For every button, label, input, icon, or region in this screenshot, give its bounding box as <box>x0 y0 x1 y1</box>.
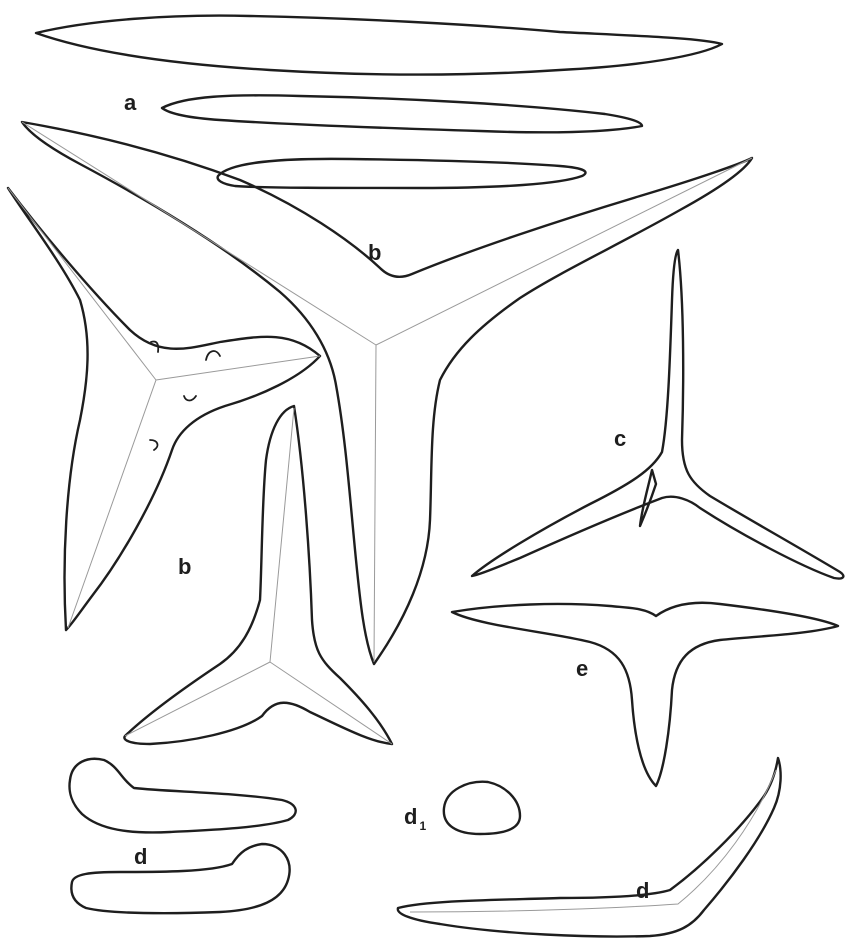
spicule-c <box>472 250 843 579</box>
spicule-a-top <box>36 16 722 75</box>
label-d-bottom-right: d <box>636 878 649 903</box>
spicule-a-bottom <box>218 159 586 188</box>
spicule-d-bottom-right <box>398 758 781 937</box>
label-d1-main: d <box>404 804 417 829</box>
spicule-d-upper-left <box>70 759 296 833</box>
spicule-b-large-ridges <box>22 122 752 662</box>
spicule-e <box>452 603 838 786</box>
spicule-b-small-ridges <box>125 408 392 744</box>
marking-4 <box>150 440 157 450</box>
spicule-b-left <box>8 188 320 630</box>
spicule-d1 <box>444 782 520 834</box>
spicule-c-process <box>640 470 656 526</box>
label-d1-subscript: 1 <box>419 819 426 833</box>
marking-2 <box>206 351 220 360</box>
label-d-bottom-left: d <box>134 844 147 869</box>
label-b-left: b <box>178 554 191 579</box>
marking-3 <box>184 396 196 401</box>
label-b-large: b <box>368 240 381 265</box>
label-e: e <box>576 656 588 681</box>
spicule-a-middle <box>162 95 642 132</box>
spicule-d-lower-left <box>71 844 289 913</box>
label-a: a <box>124 90 137 115</box>
spicule-b-large <box>22 122 752 664</box>
spicule-b-left-ridges <box>8 188 320 628</box>
label-c: c <box>614 426 626 451</box>
spicule-b-small <box>124 406 392 744</box>
